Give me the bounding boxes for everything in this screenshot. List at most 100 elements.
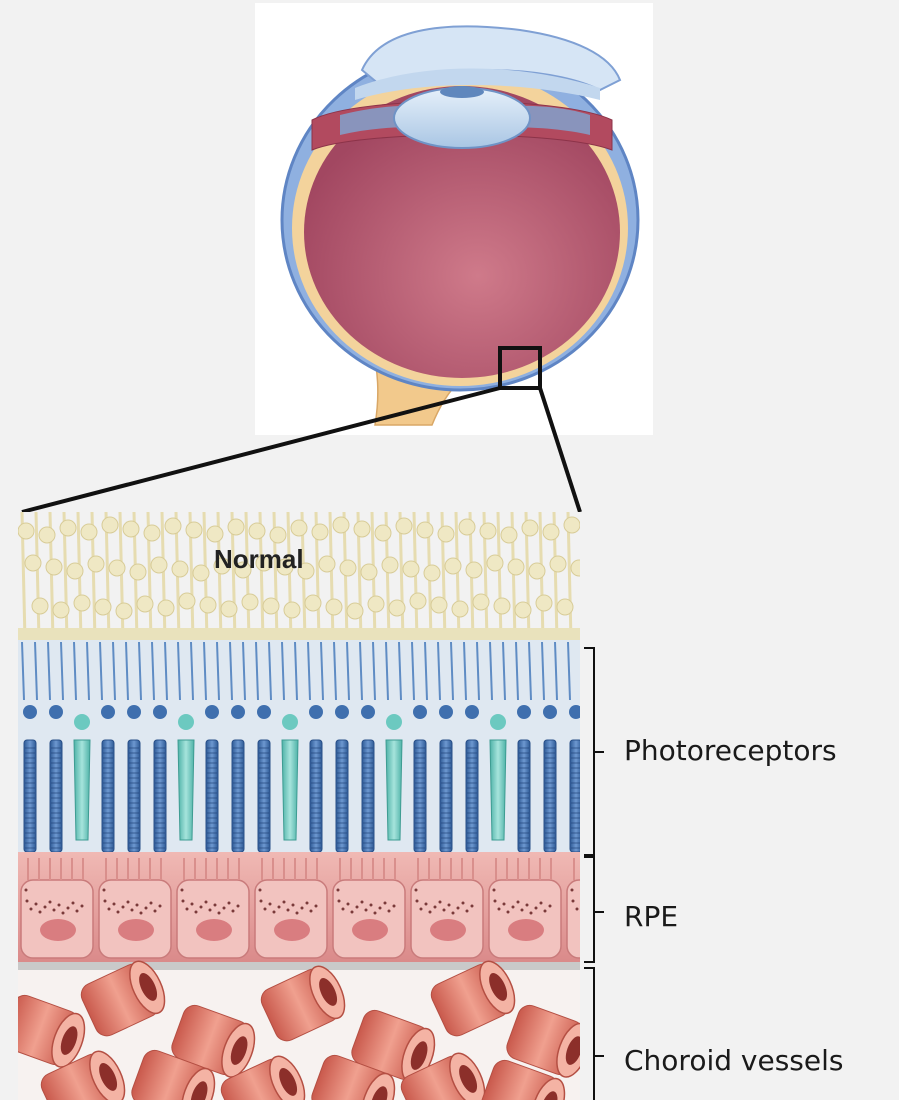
ganglion-cell: [88, 556, 104, 572]
ganglion-cell: [137, 596, 153, 612]
rod-cell: [206, 740, 218, 852]
ganglion-cell: [445, 558, 461, 574]
ganglion-cell: [487, 555, 503, 571]
ganglion-cell: [333, 517, 349, 533]
ganglion-cell: [53, 602, 69, 618]
ganglion-cell: [571, 560, 587, 576]
rod-cell: [102, 740, 114, 852]
rpe-nucleus: [40, 919, 76, 941]
ganglion-cell: [326, 599, 342, 615]
bracket-rpe: [584, 857, 604, 962]
ganglion-cell: [431, 597, 447, 613]
ganglion-cell: [438, 526, 454, 542]
rpe-nucleus: [118, 919, 154, 941]
ganglion-cell: [109, 560, 125, 576]
ganglion-cell: [522, 520, 538, 536]
ganglion-cell: [60, 520, 76, 536]
ganglion-cell: [123, 521, 139, 537]
cone-cell: [386, 740, 402, 840]
ganglion-cell: [172, 561, 188, 577]
ganglion-cell: [81, 524, 97, 540]
ganglion-cell: [389, 600, 405, 616]
rod-cell: [414, 740, 426, 852]
ganglion-cell: [473, 594, 489, 610]
ganglion-cell: [543, 524, 559, 540]
rod-cell: [440, 740, 452, 852]
ganglion-cell: [207, 526, 223, 542]
ganglion-cell: [424, 565, 440, 581]
ganglion-cell: [550, 556, 566, 572]
ganglion-cell: [529, 563, 545, 579]
ganglion-cell: [494, 598, 510, 614]
ganglion-cell: [312, 524, 328, 540]
ganglion-cell: [403, 561, 419, 577]
ganglion-cell: [179, 593, 195, 609]
rpe-nucleus: [274, 919, 310, 941]
ganglion-cell: [501, 527, 517, 543]
rod-cell: [570, 740, 582, 852]
ganglion-cell: [557, 599, 573, 615]
rpe-nucleus: [508, 919, 544, 941]
ganglion-cell: [67, 563, 83, 579]
cone-cell: [178, 740, 194, 840]
ganglion-cell: [340, 560, 356, 576]
rod-cell: [24, 740, 36, 852]
rod-cell: [232, 740, 244, 852]
ganglion-cell: [186, 522, 202, 538]
rpe-cell: [255, 880, 327, 958]
rpe-nucleus: [586, 919, 622, 941]
rpe-cell: [99, 880, 171, 958]
ganglion-cell: [200, 597, 216, 613]
bracket-choroid: [584, 968, 604, 1100]
ganglion-cell: [361, 564, 377, 580]
rod-cell: [128, 740, 140, 852]
cone-cell: [490, 740, 506, 840]
ganglion-cell: [305, 595, 321, 611]
ganglion-cell: [319, 556, 335, 572]
ganglion-cell: [95, 599, 111, 615]
ganglion-cell: [116, 603, 132, 619]
rod-cell: [518, 740, 530, 852]
ganglion-cell: [32, 598, 48, 614]
rpe-cell: [411, 880, 483, 958]
retina-cross-section: [0, 512, 639, 1100]
ganglion-cell: [291, 520, 307, 536]
rpe-nucleus: [196, 919, 232, 941]
panel-title: Normal: [214, 544, 304, 575]
ganglion-cell: [459, 519, 475, 535]
label-rpe: RPE: [624, 900, 678, 933]
ganglion-cell: [480, 523, 496, 539]
ganglion-cell: [284, 602, 300, 618]
cone-cell: [282, 740, 298, 840]
rod-cell: [336, 740, 348, 852]
rod-cell: [544, 740, 556, 852]
rpe-cell: [489, 880, 561, 958]
label-choroid-vessels: Choroid vessels: [624, 1044, 843, 1077]
ganglion-cell: [193, 565, 209, 581]
ganglion-cell: [270, 527, 286, 543]
ganglion-cell: [102, 517, 118, 533]
rpe-cell: [333, 880, 405, 958]
eye-illustration: [255, 3, 653, 435]
ganglion-cell: [228, 519, 244, 535]
rpe-cell: [177, 880, 249, 958]
rod-cell: [154, 740, 166, 852]
ganglion-cell: [382, 557, 398, 573]
rod-cell: [362, 740, 374, 852]
ganglion-cell: [396, 518, 412, 534]
ganglion-cell: [74, 595, 90, 611]
ganglion-cell: [368, 596, 384, 612]
rpe-nucleus: [430, 919, 466, 941]
ganglion-cell: [242, 594, 258, 610]
ganglion-cell: [165, 518, 181, 534]
ganglion-cell: [417, 522, 433, 538]
ganglion-cell: [151, 557, 167, 573]
rpe-nucleus: [352, 919, 388, 941]
ganglion-cell: [515, 602, 531, 618]
ganglion-cell: [263, 598, 279, 614]
ganglion-cell: [18, 523, 34, 539]
cone-cell: [74, 740, 90, 840]
ganglion-cell: [536, 595, 552, 611]
ganglion-cell: [410, 593, 426, 609]
ganglion-cell: [347, 603, 363, 619]
